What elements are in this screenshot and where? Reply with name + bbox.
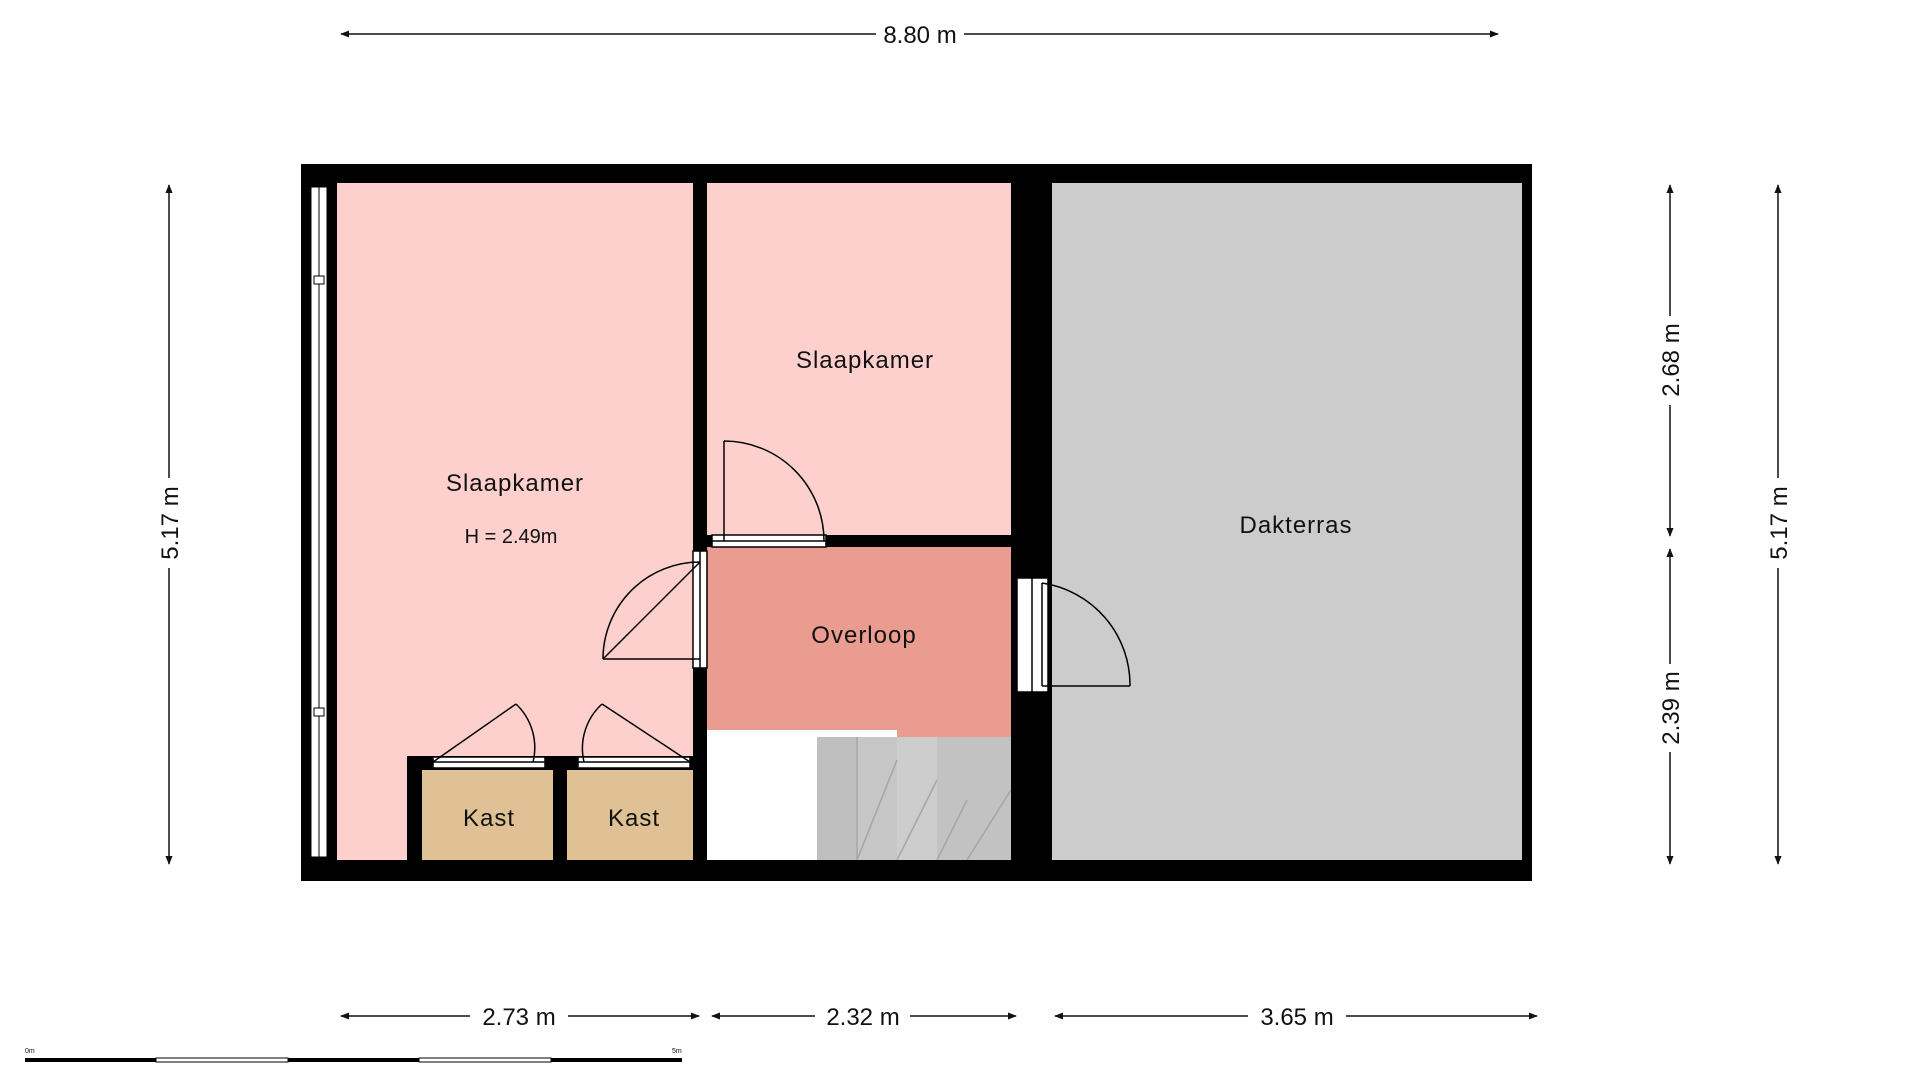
wall-closet-left: [407, 756, 422, 860]
dimension-lines: [165, 30, 1782, 1020]
scale-end-label: 5m: [672, 1048, 682, 1055]
label-bedroom-small: Slaapkamer: [796, 347, 934, 374]
label-bedroom-large: Slaapkamer: [446, 470, 584, 497]
room-closet-1: [422, 770, 553, 860]
label-bedroom-large-height: H = 2.49m: [465, 526, 558, 548]
door-terrace: [1016, 577, 1131, 693]
wall-mid-1: [693, 183, 707, 860]
room-landing: [707, 547, 1011, 737]
room-bedroom-small: [707, 183, 1011, 535]
doors: [432, 440, 1131, 769]
room-labels: Slaapkamer H = 2.49m Slaapkamer Overloop…: [446, 347, 1352, 832]
room-bedroom-large: [337, 183, 693, 860]
dim-bottom-mid: 2.32 m: [826, 1004, 899, 1031]
room-closet-2: [567, 770, 697, 860]
room-roof-terrace: [1052, 183, 1522, 860]
dim-left-total: 5.17 m: [157, 486, 184, 559]
wall-bottom: [301, 860, 1532, 881]
label-roof-terrace: Dakterras: [1239, 512, 1352, 539]
wall-top: [301, 164, 1532, 183]
window-left: [310, 186, 328, 858]
dim-right-upper: 2.68 m: [1658, 323, 1685, 396]
dim-right-lower: 2.39 m: [1658, 671, 1685, 744]
door-closet-2: [577, 703, 691, 769]
wall-closet-mid: [553, 756, 567, 860]
wall-mid-2: [1011, 183, 1052, 860]
staircase: [707, 730, 1012, 861]
door-small-bedroom: [711, 440, 827, 548]
wall-right: [1522, 164, 1532, 881]
door-closet-1: [432, 703, 546, 769]
dim-bottom-right: 3.65 m: [1260, 1004, 1333, 1031]
label-closet-2: Kast: [608, 805, 660, 832]
dim-bottom-left: 2.73 m: [482, 1004, 555, 1031]
scale-start-label: 0m: [25, 1048, 35, 1055]
door-large-bedroom: [602, 550, 708, 669]
scale-bar: 0m 5m: [25, 1048, 682, 1063]
label-landing: Overloop: [811, 622, 916, 649]
dim-top-total: 8.80 m: [883, 22, 956, 49]
label-closet-1: Kast: [463, 805, 515, 832]
dimension-labels: 8.80 m 5.17 m 2.68 m 2.39 m 5.17 m 2.73 …: [157, 22, 1793, 1031]
dim-right-total: 5.17 m: [1766, 486, 1793, 559]
